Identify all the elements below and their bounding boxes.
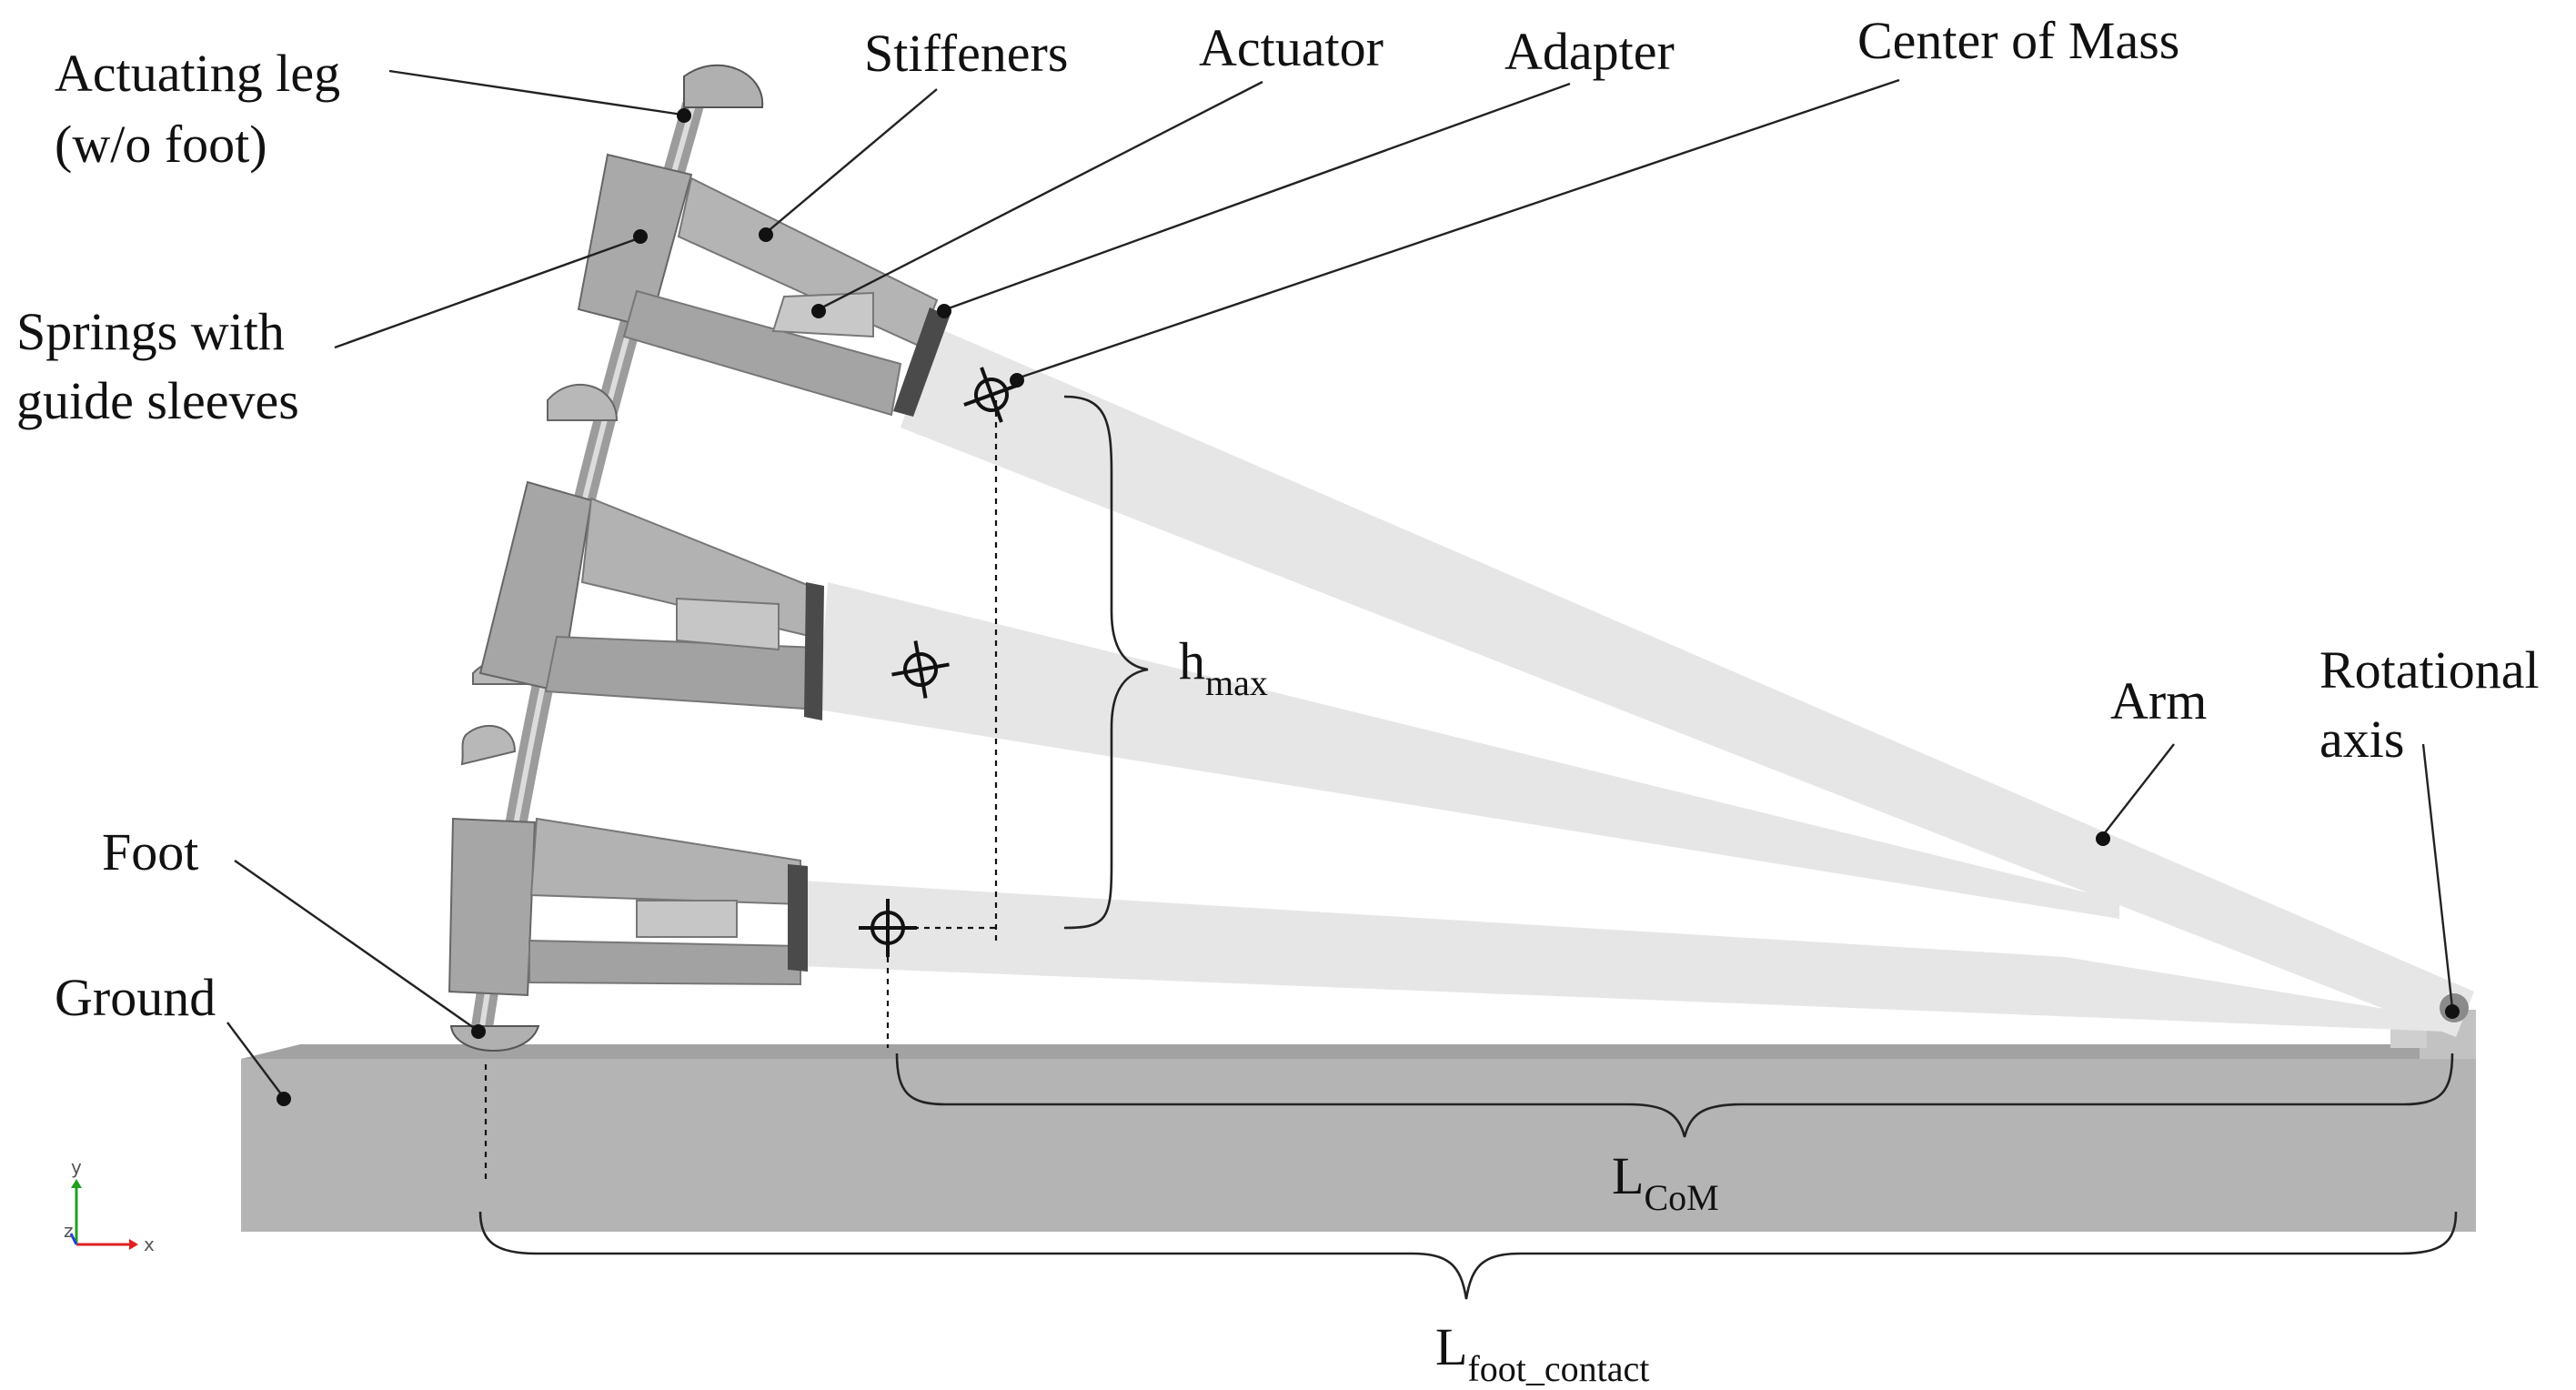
dot-ground [277,1092,291,1106]
arm-top [901,327,2474,1037]
dot-actuator [811,304,826,318]
h-max-main: h [1179,631,1205,690]
label-adapter: Adapter [1504,22,1675,81]
h-max-sub: max [1205,662,1268,703]
leader-adapter [945,82,1571,311]
actuator-middle [676,597,780,651]
dot-actuating-leg [677,108,691,123]
axis-triad: y x z [64,1156,155,1255]
stiffener-upper-bottom [622,289,902,417]
structure-middle [478,480,824,720]
dot-center-of-mass [1010,373,1024,388]
com-crosshair-middle-v [913,640,928,699]
leader-ground [226,1022,283,1096]
adapter-plate-middle [804,582,824,720]
leg-top-cap [683,64,764,108]
l-com-main: L [1612,1146,1644,1205]
adapter-plate-lower [788,864,808,972]
dot-rotational-axis [2445,1004,2460,1019]
reference-lines [484,400,998,1181]
triad-z-axis [69,1233,78,1245]
com-marker-middle [891,640,950,699]
dot-stiffeners [759,227,773,242]
dot-springs [633,229,648,244]
lfoot-contact-brace [478,1211,2458,1300]
label-l-foot-contact: Lfoot_contact [1435,1317,1649,1389]
h-max-brace [1063,395,1149,930]
lcom-brace [895,1053,2454,1138]
l-foot-contact-sub: foot_contact [1467,1348,1649,1389]
label-actuating-leg-line2: (w/o foot) [55,115,267,174]
structure-upper [577,153,950,417]
label-springs-line2: guide sleeves [16,371,299,430]
slider-block-lower [448,817,537,997]
leader-foot [234,860,478,1031]
leader-stiffeners [765,88,938,234]
ground-front-face [241,1059,2476,1232]
leader-actuating-leg [388,69,683,116]
structure-lower [448,817,808,997]
leader-center-of-mass [1016,78,1900,380]
leader-springs [334,237,639,349]
leader-rotational-axis [2421,743,2454,1009]
label-rotational-axis-line1: Rotational [2319,640,2540,700]
arm-middle [819,582,2119,919]
label-rotational-axis-line2: axis [2319,710,2404,769]
label-arm: Arm [2110,671,2207,730]
arm-bottom [800,881,2447,1032]
triad-x-label: x [144,1234,155,1255]
ground-top-face [241,1044,2476,1059]
stiffener-lower-top [529,817,801,906]
label-stiffeners: Stiffeners [864,24,1068,83]
joint-cap-lower [460,724,517,766]
labels: Actuating leg (w/o foot) Stiffeners Actu… [16,11,2540,1389]
label-h-max: hmax [1179,631,1268,703]
com-crosshair-upper-v [980,367,1003,423]
l-foot-contact-main: L [1435,1317,1467,1376]
label-center-of-mass: Center of Mass [1857,11,2179,70]
dot-foot [471,1024,486,1039]
com-marker-upper [963,367,1020,423]
adapter-plate-upper [893,307,950,417]
dot-adapter [937,304,951,318]
l-com-sub: CoM [1644,1177,1718,1218]
triad-z-label: z [64,1220,74,1242]
leader-arm [2102,743,2175,836]
label-foot: Foot [102,822,198,881]
arms [800,327,2474,1037]
ground-block [241,1010,2476,1232]
stiffener-lower-bottom [528,939,801,986]
leader-actuator [818,80,1263,311]
label-l-com: LCoM [1612,1146,1719,1218]
label-ground: Ground [55,968,216,1027]
leader-lines [226,69,2460,1106]
label-springs-line1: Springs with [16,302,285,361]
actuator-lower [636,900,738,938]
joint-cap-upper [547,384,619,421]
label-actuator: Actuator [1199,18,1384,77]
triad-x-arrow [129,1239,138,1250]
triad-y-arrow [71,1179,82,1188]
triad-y-label: y [71,1156,82,1178]
label-actuating-leg-line1: Actuating leg [55,44,340,103]
dot-arm [2096,831,2110,846]
